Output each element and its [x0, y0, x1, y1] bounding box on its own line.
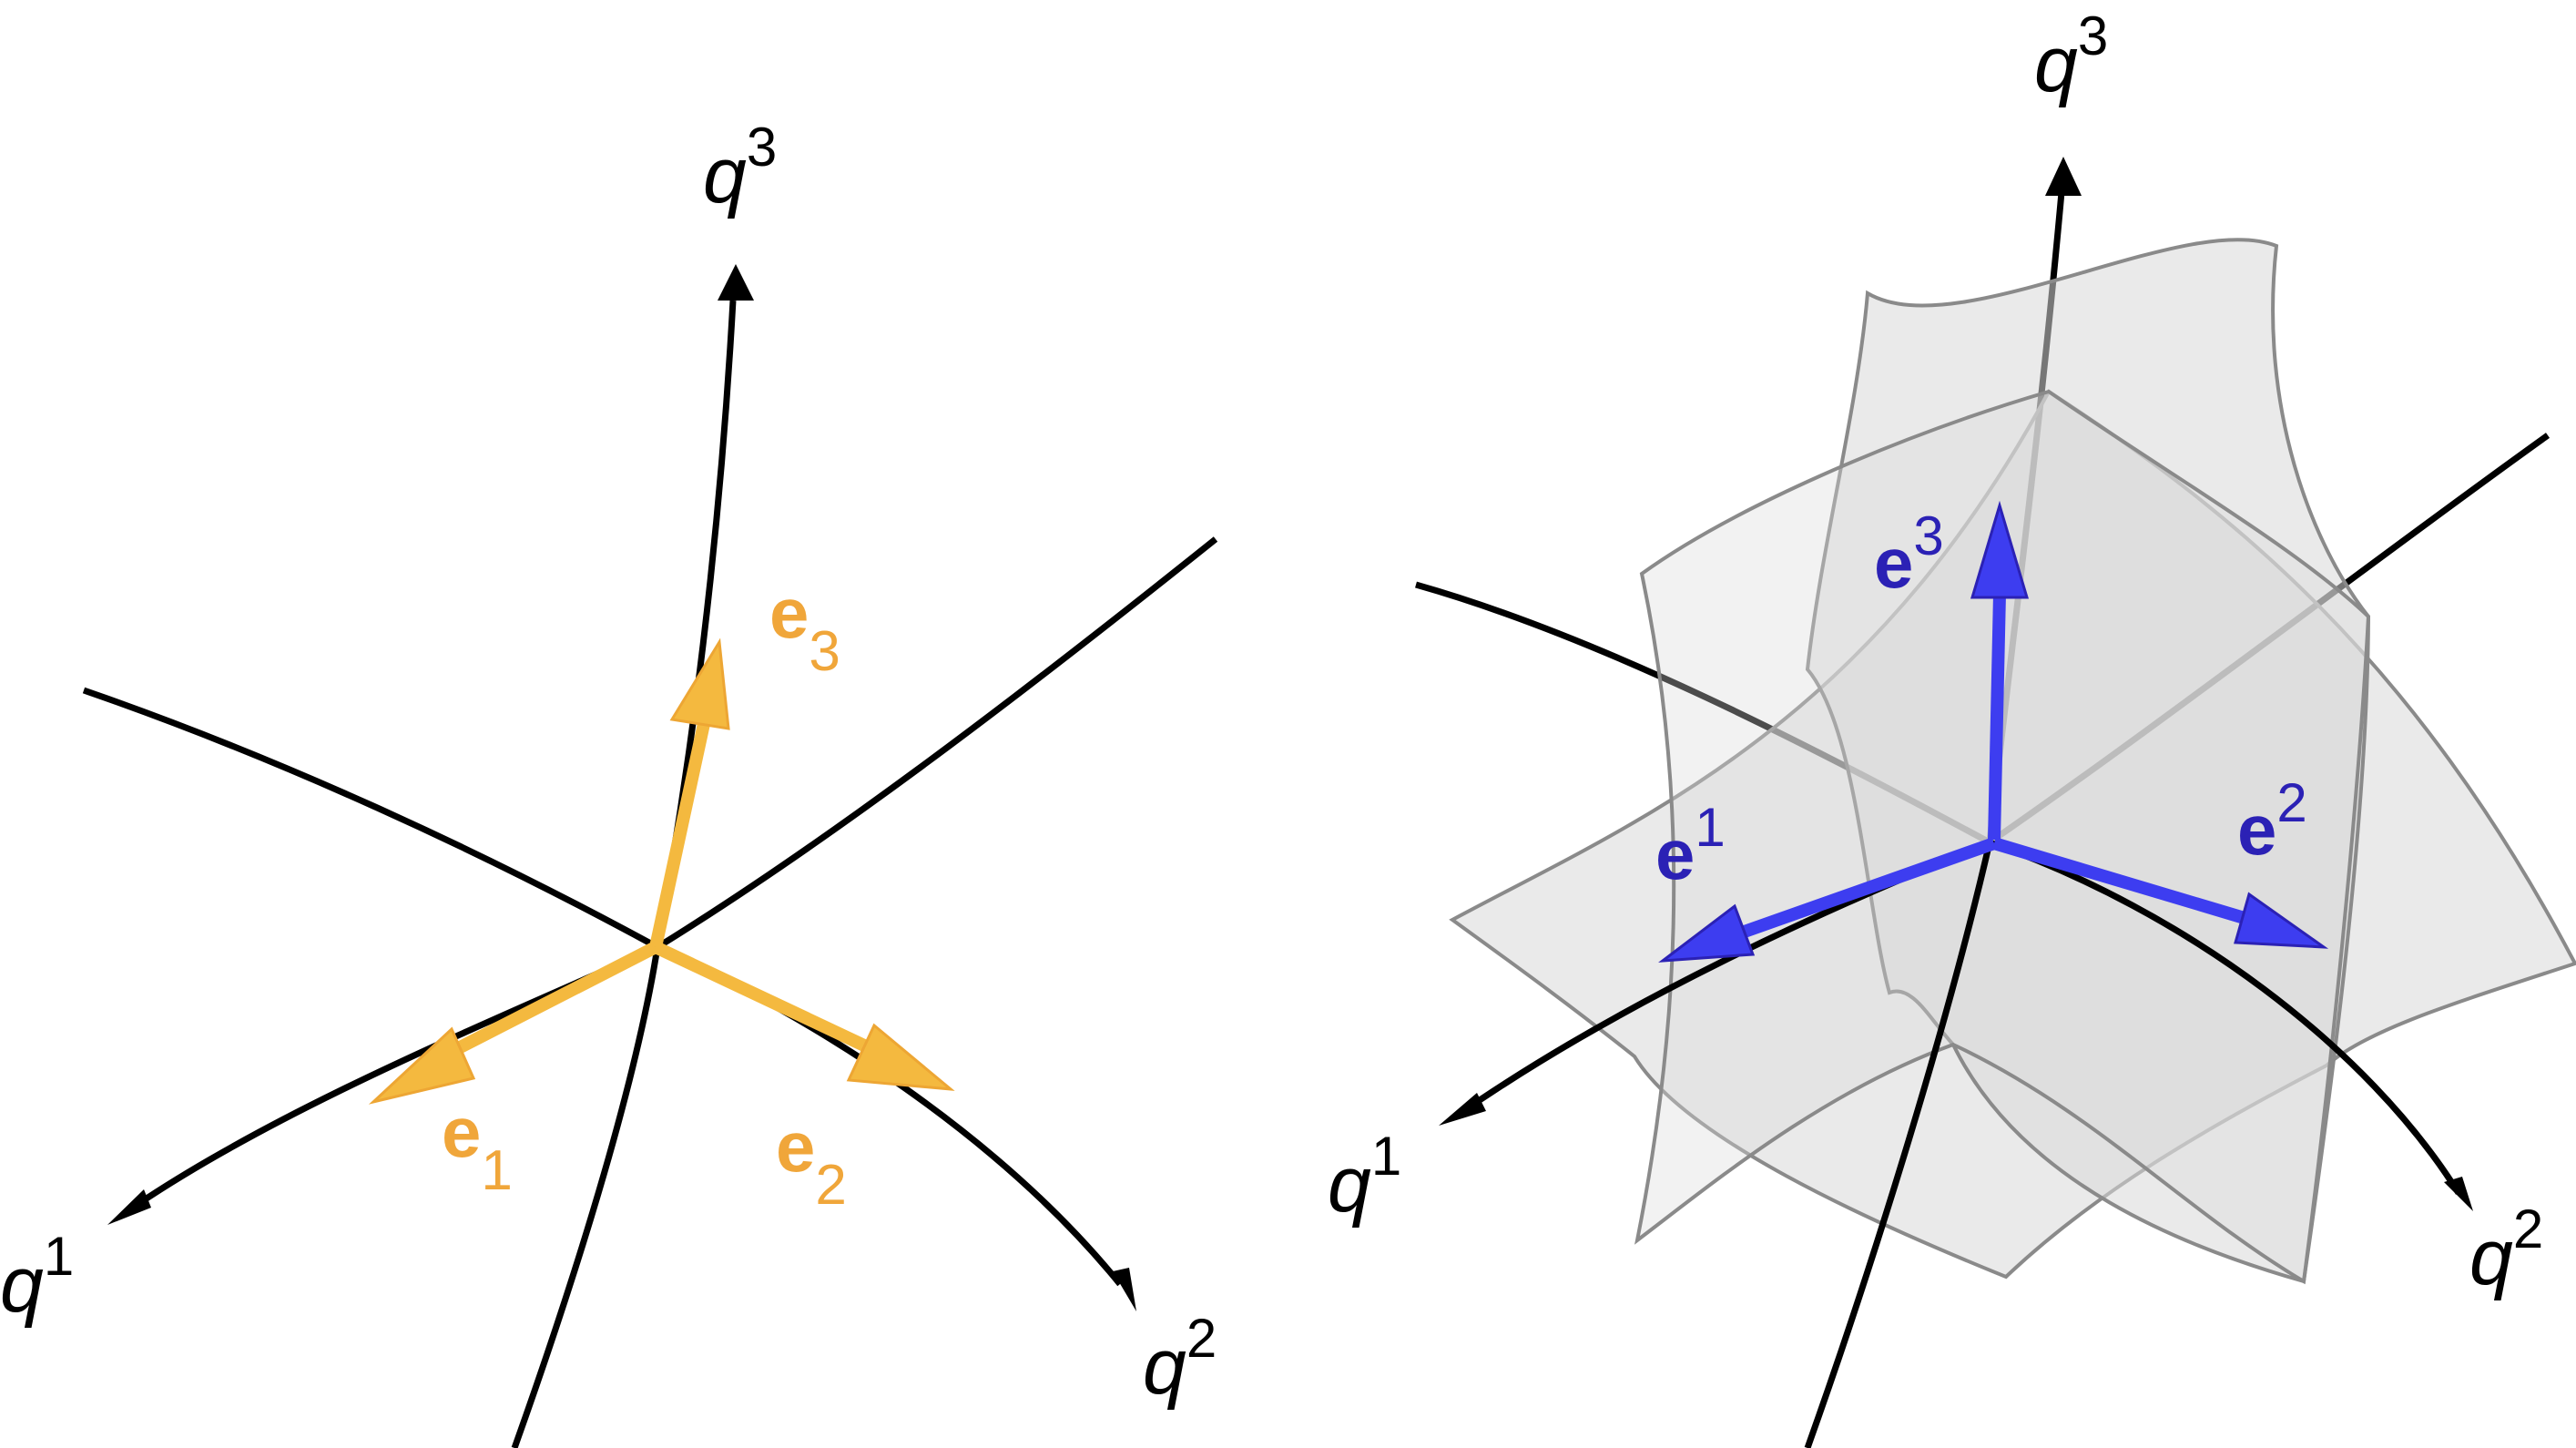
q1-arrowhead-right [1439, 1093, 1486, 1126]
e2-vector-shaft [653, 941, 882, 1059]
q2-label-left: q2 [1143, 1308, 1217, 1411]
q2-curve-left [650, 536, 1218, 1287]
e3-dual-vector-head [1970, 500, 2030, 599]
q2-arrowhead-right [2444, 1177, 2473, 1211]
q1-label-right: q1 [1328, 1126, 1401, 1229]
e3-vector-head [669, 637, 730, 730]
e3-dual-vector-shaft [1988, 593, 2006, 841]
q3-arrowhead-left [718, 264, 754, 301]
right-panel: q3 q1 q2 e3 e1 e2 [1328, 5, 2576, 1448]
e3-dual-label: e3 [1874, 505, 1944, 603]
e1-vector-shaft [435, 941, 659, 1065]
e1-dual-vector-shaft [1736, 837, 1997, 940]
q1-label-left: q1 [0, 1226, 74, 1329]
q1-arrowhead-left [107, 1189, 151, 1225]
q2-arrowhead-left [1113, 1268, 1136, 1311]
q1-surface [1805, 238, 2371, 1284]
q3-arrowhead-right [2045, 157, 2082, 196]
e1-dual-vector-head [1658, 903, 1756, 963]
q2-label-right: q2 [2469, 1198, 2543, 1301]
e1-vector-head [368, 1026, 476, 1105]
q3-curve-right-near [1804, 841, 1993, 1448]
left-panel: q3 q1 q2 e3 e1 e2 [0, 117, 1218, 1448]
e2-label: e2 [776, 1106, 847, 1217]
e2-dual-vector-head [2234, 892, 2329, 949]
q2-curve-right-near [1988, 839, 2461, 1195]
e2-dual-label: e2 [2237, 772, 2307, 870]
e1-label: e1 [442, 1092, 513, 1202]
q1-curve-left [82, 687, 665, 1214]
contravariant-vectors [1658, 500, 2329, 963]
e1-dual-label: e1 [1655, 797, 1726, 894]
e3-label: e3 [769, 573, 840, 683]
e3-vector-shaft [649, 718, 711, 949]
e2-dual-vector-shaft [1991, 837, 2250, 925]
e2-vector-head [846, 1023, 955, 1091]
q2-surface [1634, 389, 2371, 1285]
q3-label-left: q3 [703, 117, 777, 219]
q3-label-right: q3 [2034, 5, 2108, 108]
covariant-vectors [368, 637, 955, 1105]
q3-curve-left [511, 300, 737, 1448]
